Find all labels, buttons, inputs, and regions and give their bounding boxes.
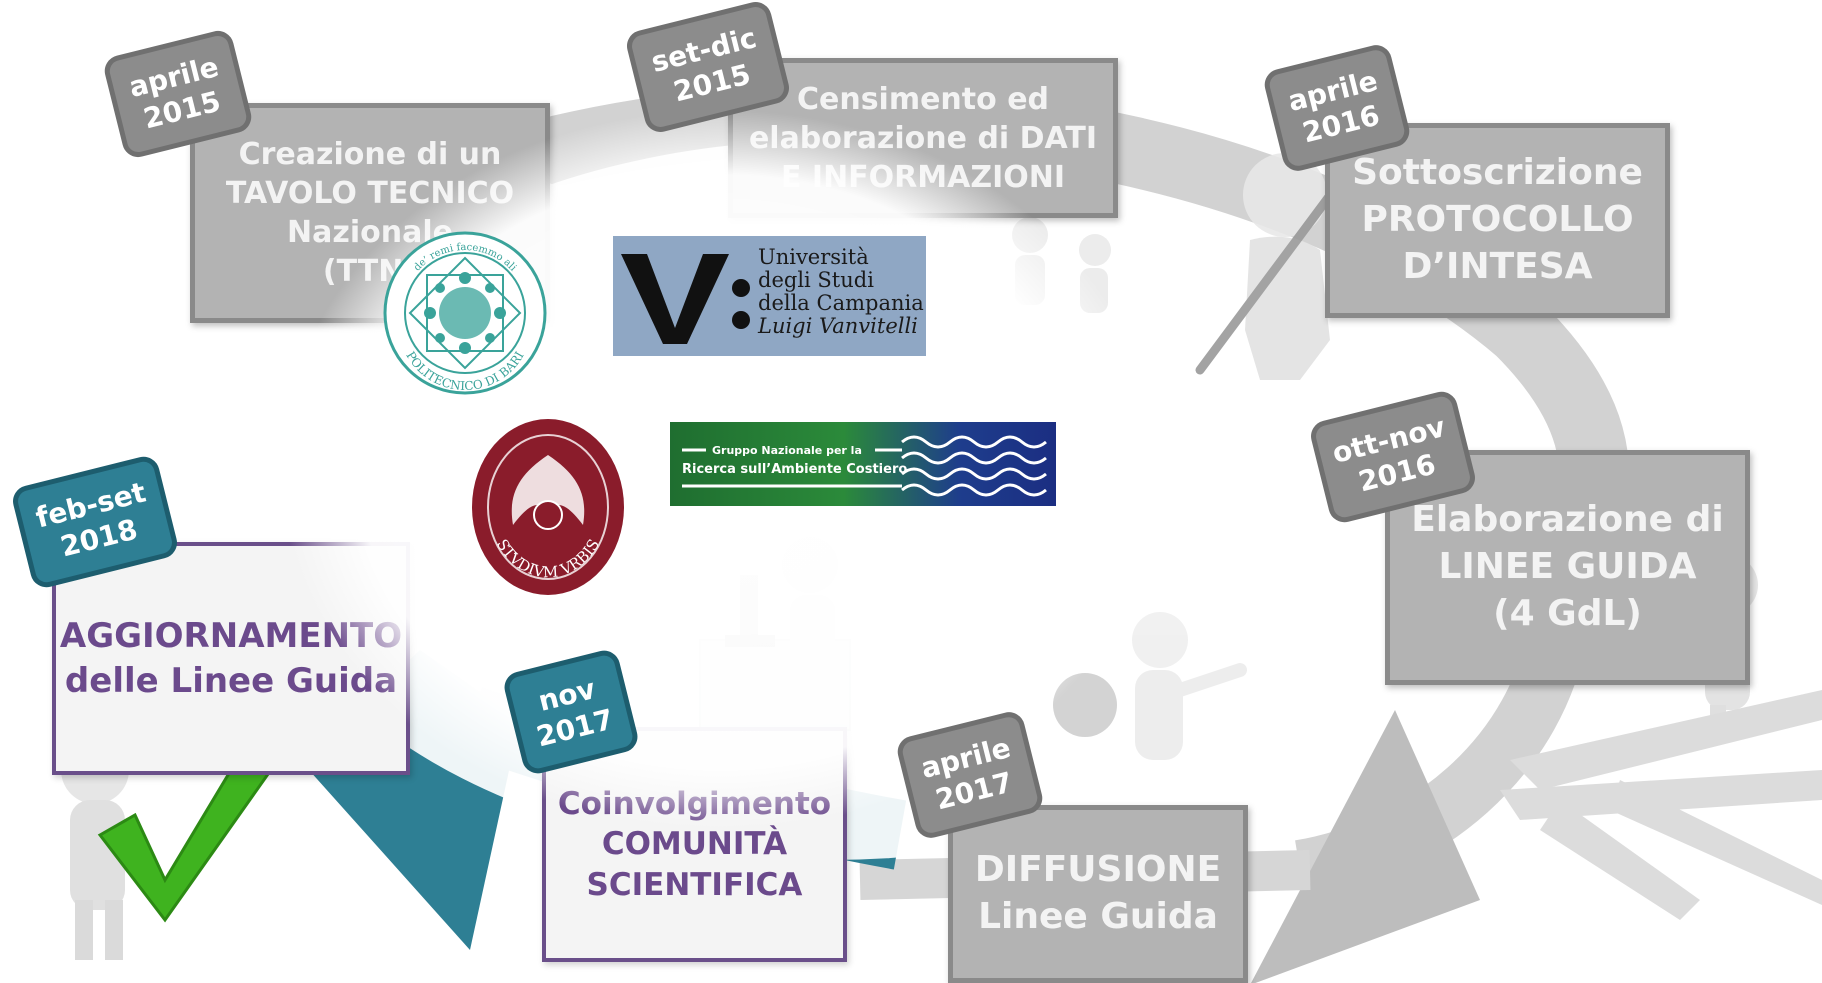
gnrac-line2: Ricerca sull’Ambiente Costiero xyxy=(682,462,908,477)
fanned-arrows xyxy=(1500,690,1822,920)
step-protocollo-text: Sottoscrizione PROTOCOLLO D’INTESA xyxy=(1352,152,1643,287)
step-aggiornamento-text: AGGIORNAMENTO delle Linee Guida xyxy=(59,616,403,701)
poliba-logo: de’ remi facemmo ali POLITECNICO DI BARI xyxy=(383,231,547,395)
step-diffusione-box: DIFFUSIONE Linee Guida xyxy=(948,805,1248,983)
step-aggiornamento-box: AGGIORNAMENTO delle Linee Guida xyxy=(52,542,410,775)
step-censimento-text: Censimento ed elaborazione di DATI E INF… xyxy=(748,81,1098,195)
step-linee-guida-text: Elaborazione di LINEE GUIDA (4 GdL) xyxy=(1411,499,1724,634)
grey-arrowhead xyxy=(1251,710,1480,983)
step-comunita-text: Coinvolgimento COMUNITÀ SCIENTIFICA xyxy=(557,786,832,903)
step-diffusione-text: DIFFUSIONE Linee Guida xyxy=(974,849,1222,937)
sapienza-logo: STVDIVM VRBIS xyxy=(472,419,624,595)
gnrac-line1: Gruppo Nazionale per la xyxy=(712,444,862,457)
gnrac-logo: Gruppo Nazionale per la Ricerca sull’Amb… xyxy=(670,422,1056,506)
vanvitelli-v-mark xyxy=(621,254,750,344)
step-protocollo-box: Sottoscrizione PROTOCOLLO D’INTESA xyxy=(1325,123,1670,318)
step-comunita-box: Coinvolgimento COMUNITÀ SCIENTIFICA xyxy=(542,727,847,962)
gnrac-lines xyxy=(682,435,1047,497)
